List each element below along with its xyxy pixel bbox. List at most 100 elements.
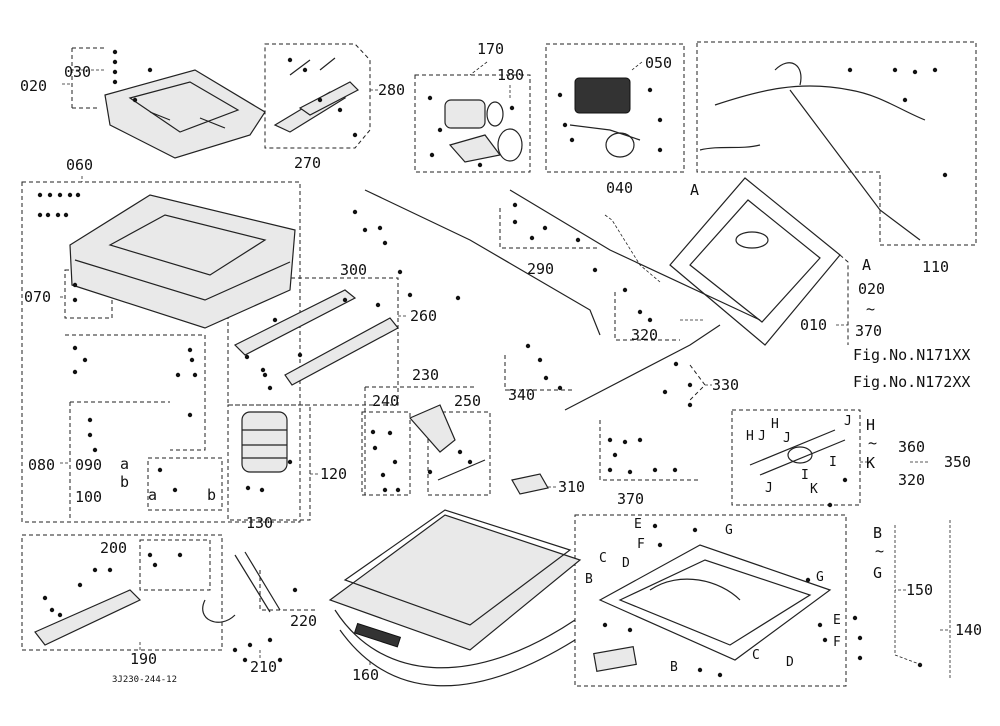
hardware-dot: [152, 562, 158, 568]
ref-160: 160: [352, 666, 379, 684]
hardware-dot: [92, 567, 98, 573]
hardware-dot: [692, 527, 698, 533]
hardware-dot: [457, 449, 463, 455]
hardware-dot: [92, 447, 98, 453]
letter-G-1: G: [725, 523, 733, 538]
hardware-dot: [72, 282, 78, 288]
hardware-dot: [652, 523, 658, 529]
ref-110: 110: [922, 258, 949, 276]
hardware-dot: [512, 202, 518, 208]
hardware-dot: [267, 385, 273, 391]
figure-code: 3J230-244-12: [112, 675, 177, 685]
hardware-dot: [392, 459, 398, 465]
hardware-dot: [72, 345, 78, 351]
letter-K: K: [810, 482, 818, 497]
hardware-dot: [132, 97, 138, 103]
ref-330: 330: [712, 376, 739, 394]
hardware-dot: [362, 227, 368, 233]
hardware-dot: [575, 237, 581, 243]
hardware-dot: [407, 292, 413, 298]
hardware-dot: [112, 79, 118, 85]
note-from: A: [862, 256, 871, 274]
part-sketches: [34, 57, 926, 687]
ref-120: 120: [320, 465, 347, 483]
ref-060: 060: [66, 156, 93, 174]
hardware-dot: [647, 317, 653, 323]
hardware-dot: [67, 192, 73, 198]
ref-010: 010: [800, 316, 827, 334]
callout-letters: A a b a b E F G C D B G E F C D B H J H …: [120, 181, 852, 675]
ref-340: 340: [508, 386, 535, 404]
hardware-dot: [673, 361, 679, 367]
hardware-dot: [902, 97, 908, 103]
hardware-dot: [602, 622, 608, 628]
hardware-dot: [175, 372, 181, 378]
hardware-dot: [687, 402, 693, 408]
hardware-dot: [112, 49, 118, 55]
letter-B-1: B: [585, 572, 593, 587]
note-fig1: Fig.No.N171XX: [853, 346, 970, 364]
letter-C-1: C: [599, 551, 607, 566]
ref-240: 240: [372, 392, 399, 410]
ref-310: 310: [558, 478, 585, 496]
hardware-dot: [842, 477, 848, 483]
range-350-to: K: [866, 454, 875, 472]
hardware-dot: [157, 467, 163, 473]
hardware-dot: [297, 352, 303, 358]
hardware-dot: [337, 107, 343, 113]
ref-040: 040: [606, 179, 633, 197]
hardware-dot: [622, 439, 628, 445]
ref-030: 030: [64, 63, 91, 81]
hardware-dot: [662, 389, 668, 395]
hardware-dot: [852, 615, 858, 621]
hardware-dot: [822, 637, 828, 643]
hardware-dot: [477, 162, 483, 168]
hardware-dot: [557, 92, 563, 98]
hardware-dot: [932, 67, 938, 73]
hardware-dot: [47, 192, 53, 198]
hardware-dot: [607, 437, 613, 443]
hardware-dot: [542, 225, 548, 231]
hardware-dot: [262, 372, 268, 378]
hardware-dot: [72, 369, 78, 375]
ref-130: 130: [246, 514, 273, 532]
letter-H-1: H: [746, 429, 754, 444]
hardware-dot: [397, 269, 403, 275]
hardware-dot: [637, 437, 643, 443]
ref-100: 100: [75, 488, 102, 506]
hardware-dot: [427, 95, 433, 101]
ref-270: 270: [294, 154, 321, 172]
hardware-dot: [380, 472, 386, 478]
hardware-dots: [37, 49, 948, 678]
range-150: B ~ G: [873, 524, 884, 582]
hardware-dot: [697, 667, 703, 673]
hardware-dot: [87, 432, 93, 438]
range-150-tilde: ~: [875, 542, 884, 560]
hardware-dot: [509, 105, 515, 111]
hardware-dot: [647, 87, 653, 93]
ref-230: 230: [412, 366, 439, 384]
hardware-dot: [177, 552, 183, 558]
hardware-dot: [467, 459, 473, 465]
ref-080: 080: [28, 456, 55, 474]
note-tilde: ~: [866, 300, 875, 318]
letter-b-1: b: [120, 473, 129, 491]
ref-280: 280: [378, 81, 405, 99]
hardware-dot: [805, 577, 811, 583]
hardware-dot: [87, 417, 93, 423]
hardware-dot: [57, 612, 63, 618]
hardware-dot: [37, 212, 43, 218]
ref-300: 300: [340, 261, 367, 279]
hardware-dot: [277, 657, 283, 663]
hardware-dot: [372, 445, 378, 451]
hardware-dot: [232, 647, 238, 653]
hardware-dot: [525, 343, 531, 349]
hardware-dot: [82, 357, 88, 363]
ref-050: 050: [645, 54, 672, 72]
letter-I-1: I: [829, 455, 837, 470]
hardware-dot: [172, 487, 178, 493]
hardware-dot: [112, 59, 118, 65]
letter-J-3: J: [844, 414, 852, 429]
hardware-dot: [827, 502, 833, 508]
